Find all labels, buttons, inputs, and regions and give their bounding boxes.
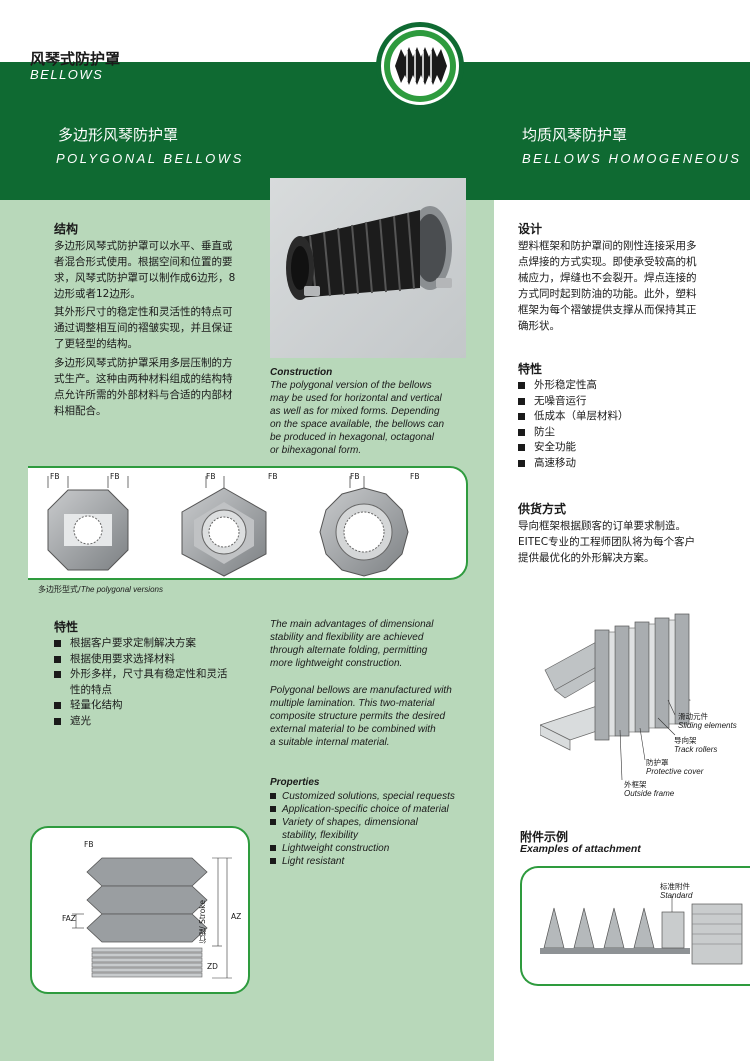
polygon-caption-en: The polygonal versions	[80, 585, 163, 594]
label-en: Standard	[660, 891, 693, 900]
bellows-logo-icon	[376, 22, 464, 110]
right-header-cn: 均质风琴防护罩	[522, 126, 628, 144]
list-item: Lightweight construction	[270, 842, 485, 855]
advantages-paragraph-2: Polygonal bellows are manufactured with …	[270, 685, 452, 748]
bellow-stroke-label: 行程/ Stroke	[198, 900, 207, 944]
properties-list: Customized solutions, special requests A…	[270, 790, 485, 868]
list-item: 遮光	[54, 714, 259, 730]
features-cn-title: 特性	[54, 620, 79, 634]
list-item: Customized solutions, special requests	[270, 790, 485, 803]
features-cn-list: 根据客户要求定制解决方案 根据使用要求选择材料 外形多样，尺寸具有稳定性和灵活 …	[54, 636, 259, 729]
attachment-title-en-wrap: Examples of attachment	[520, 843, 641, 856]
fb-label-4: FB	[268, 472, 278, 481]
list-item: 外形稳定性高	[518, 378, 738, 394]
construction-text: The polygonal version of the bellows may…	[270, 380, 445, 456]
list-item: 根据使用要求选择材料	[54, 652, 259, 668]
supply-text: 导向框架根据顾客的订单要求制造。 EITEC专业的工程师团队将为每个客户 提供最…	[518, 520, 696, 564]
hexagon-shape	[181, 487, 267, 577]
list-item: 轻量化结构	[54, 698, 259, 714]
brand-title-en: BELLOWS	[30, 67, 104, 82]
top-white-band	[0, 0, 750, 62]
structure-paragraph-2: 其外形尺寸的稳定性和灵活性的特点可 通过调整相互间的褶皱实现，并且保证 了更轻型…	[54, 306, 233, 350]
structure-title: 结构	[54, 222, 79, 236]
product-photo	[270, 178, 466, 358]
label-en: Protective cover	[646, 767, 704, 776]
bellow-fb-label: FB	[84, 840, 94, 849]
bellow-dimension-diagram: FB FAZ 行程/ Stroke AZ ZD	[30, 826, 250, 994]
brand-title-cn: 风琴式防护罩	[30, 50, 121, 68]
features-right-list: 外形稳定性高 无噪音运行 低成本（单层材料） 防尘 安全功能 高速移动	[518, 378, 738, 471]
dodecagon-shape	[319, 487, 409, 577]
construction-block: Construction The polygonal version of th…	[270, 366, 470, 457]
list-item: Application-specific choice of material	[270, 803, 485, 816]
label-en: Track rollers	[674, 745, 718, 754]
fb-label-3: FB	[206, 472, 216, 481]
list-item: 根据客户要求定制解决方案	[54, 636, 259, 652]
design-title: 设计	[518, 222, 543, 236]
label-cn: 滑动元件	[678, 712, 708, 721]
list-item: Variety of shapes, dimensional stability…	[270, 816, 485, 842]
features-right-title: 特性	[518, 362, 543, 376]
octagon-shape	[47, 489, 129, 571]
design-text: 塑料框架和防护罩间的刚性连接采用多 点焊接的方式实现。即使承受较高的机 械应力，…	[518, 240, 697, 332]
fb-label-6: FB	[410, 472, 420, 481]
list-item: 低成本（单层材料）	[518, 409, 738, 425]
structure-paragraph-3: 多边形风琴式防护罩采用多层压制的方 式生产。这种由两种材料组成的结构特 点允许所…	[54, 357, 233, 417]
properties-title-wrap: Properties	[270, 776, 319, 789]
attachment-title-cn: 附件示例	[520, 830, 569, 844]
bellow-zd-label: ZD	[207, 962, 218, 971]
construction-title: Construction	[270, 367, 333, 378]
polygon-versions-diagram: FB FB FB FB FB FB	[28, 466, 468, 580]
bellow-az-label: AZ	[231, 912, 242, 921]
left-header-en: POLYGONAL BELLOWS	[56, 151, 244, 166]
list-item: 防尘	[518, 425, 738, 441]
label-en: Sliding elements	[678, 721, 737, 730]
fb-label-5: FB	[350, 472, 360, 481]
list-item: 安全功能	[518, 440, 738, 456]
right-header-en: BELLOWS HOMOGENEOUS	[522, 151, 742, 166]
polygon-caption: 多边形型式/The polygonal versions	[38, 584, 163, 595]
structure-paragraph-1: 多边形风琴式防护罩可以水平、垂直或 者混合形式使用。根据空间和位置的要 求，风琴…	[54, 240, 236, 300]
supply-title: 供货方式	[518, 502, 567, 516]
fb-label-1: FB	[50, 472, 60, 481]
polygon-caption-cn: 多边形型式/	[38, 585, 81, 594]
label-cn: 防护罩	[646, 758, 669, 767]
attachment-title-en: Examples of attachment	[520, 843, 641, 855]
label-cn: 导向架	[674, 736, 697, 745]
label-en: Outside frame	[624, 789, 675, 798]
label-cn: 标准附件	[660, 882, 690, 891]
list-item: 外形多样，尺寸具有稳定性和灵活 性的特点	[54, 667, 259, 698]
list-item: 无噪音运行	[518, 394, 738, 410]
bellow-faz-label: FAZ	[62, 914, 76, 923]
properties-title: Properties	[270, 777, 320, 788]
list-item: Light resistant	[270, 855, 485, 868]
left-header-cn: 多边形风琴防护罩	[58, 126, 179, 144]
header-green-band	[0, 62, 750, 200]
fb-label-2: FB	[110, 472, 120, 481]
advantages-paragraph-1: The main advantages of dimensional stabi…	[270, 619, 434, 669]
label-cn: 外框架	[624, 780, 647, 789]
list-item: 高速移动	[518, 456, 738, 472]
